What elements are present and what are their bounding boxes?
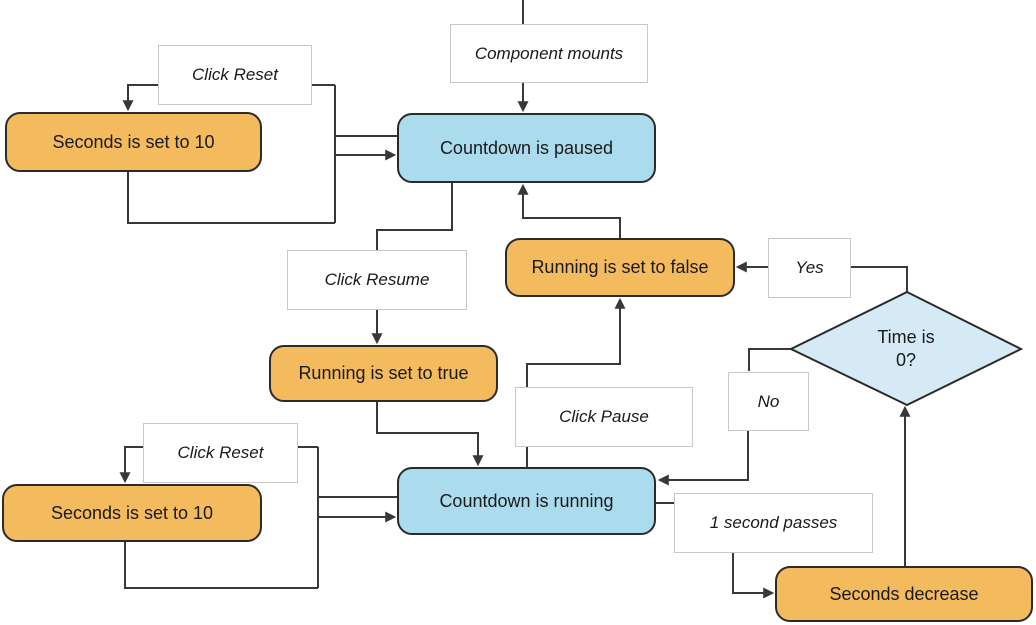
edge-running-false-to-paused <box>517 183 621 238</box>
condition-label-yes: Yes <box>768 238 851 298</box>
event-label-click-pause: Click Pause <box>515 387 693 447</box>
edge-running-true-to-running <box>376 402 484 467</box>
event-label-component-mounts: Component mounts <box>450 24 648 83</box>
event-label-click-reset-bottom: Click Reset <box>143 423 298 483</box>
decision-time-is-0-shape <box>788 290 1024 407</box>
action-seconds-set-to-10-bottom: Seconds is set to 10 <box>2 484 262 542</box>
event-label-click-reset-top: Click Reset <box>158 45 312 105</box>
edge-decision-to-yes <box>851 266 908 292</box>
edge-click-reset-bottom-to-seconds10-bottom <box>119 446 143 484</box>
condition-label-no: No <box>728 372 809 431</box>
edge-seconds10-top-to-paused-a <box>127 172 335 224</box>
edge-click-reset-top-to-seconds10-top <box>122 84 158 112</box>
action-running-set-to-false: Running is set to false <box>505 238 735 297</box>
state-countdown-is-running: Countdown is running <box>397 467 656 535</box>
action-running-set-to-true: Running is set to true <box>269 345 498 402</box>
edge-seconds10-bottom-to-running-a <box>124 542 318 589</box>
action-seconds-decrease: Seconds decrease <box>775 566 1033 622</box>
event-label-one-second-passes: 1 second passes <box>674 493 873 553</box>
action-seconds-set-to-10-top: Seconds is set to 10 <box>5 112 262 172</box>
event-label-click-resume: Click Resume <box>287 250 467 310</box>
edge-one-second-to-seconds-decrease <box>732 553 775 599</box>
edge-decision-to-no <box>748 348 791 371</box>
edge-no-to-running <box>657 431 749 486</box>
state-countdown-is-paused: Countdown is paused <box>397 113 656 183</box>
